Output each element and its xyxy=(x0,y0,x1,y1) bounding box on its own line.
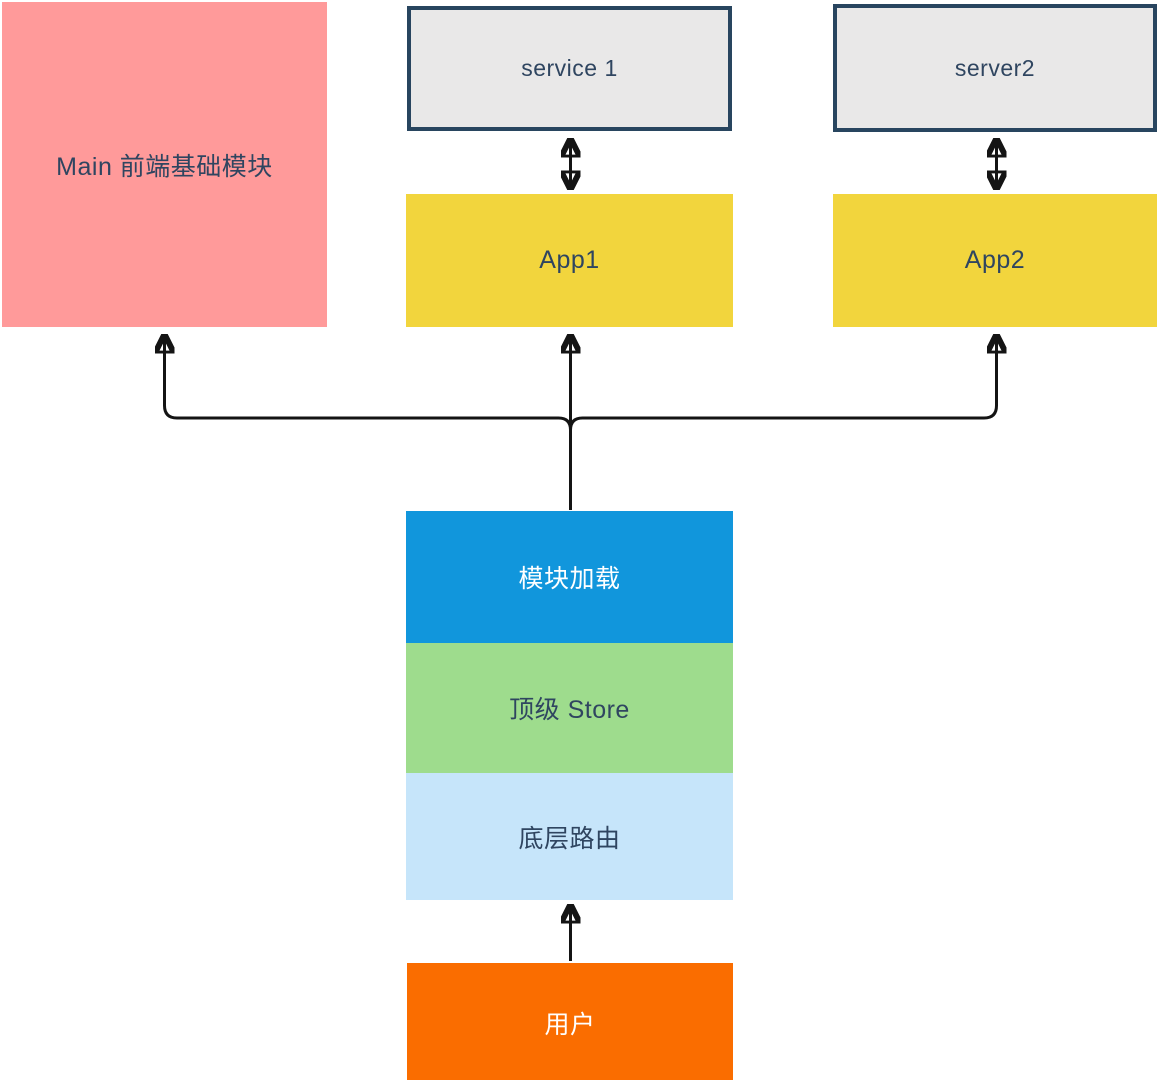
node-top-store: 顶级 Store xyxy=(406,643,733,773)
node-user: 用户 xyxy=(407,963,733,1080)
node-module-loader-label: 模块加载 xyxy=(518,565,621,593)
node-main-module: Main 前端基础模块 xyxy=(2,2,327,327)
node-server2-label: server2 xyxy=(954,54,1036,81)
node-module-loader: 模块加载 xyxy=(406,511,733,643)
node-app1: App1 xyxy=(406,194,733,327)
node-base-router: 底层路由 xyxy=(406,773,733,900)
node-main-module-label: Main 前端基础模块 xyxy=(56,152,273,181)
node-server2: server2 xyxy=(833,4,1157,132)
node-app2: App2 xyxy=(833,194,1157,327)
node-base-router-label: 底层路由 xyxy=(518,824,621,853)
node-app1-label: App1 xyxy=(539,246,600,274)
edge-loader-main xyxy=(165,337,572,510)
node-top-store-label: 顶级 Store xyxy=(509,696,630,724)
node-app2-label: App2 xyxy=(964,246,1026,274)
node-user-label: 用户 xyxy=(544,1011,596,1039)
edge-loader-app2 xyxy=(569,337,997,510)
node-service1: service 1 xyxy=(407,6,732,131)
node-service1-label: service 1 xyxy=(521,55,618,81)
